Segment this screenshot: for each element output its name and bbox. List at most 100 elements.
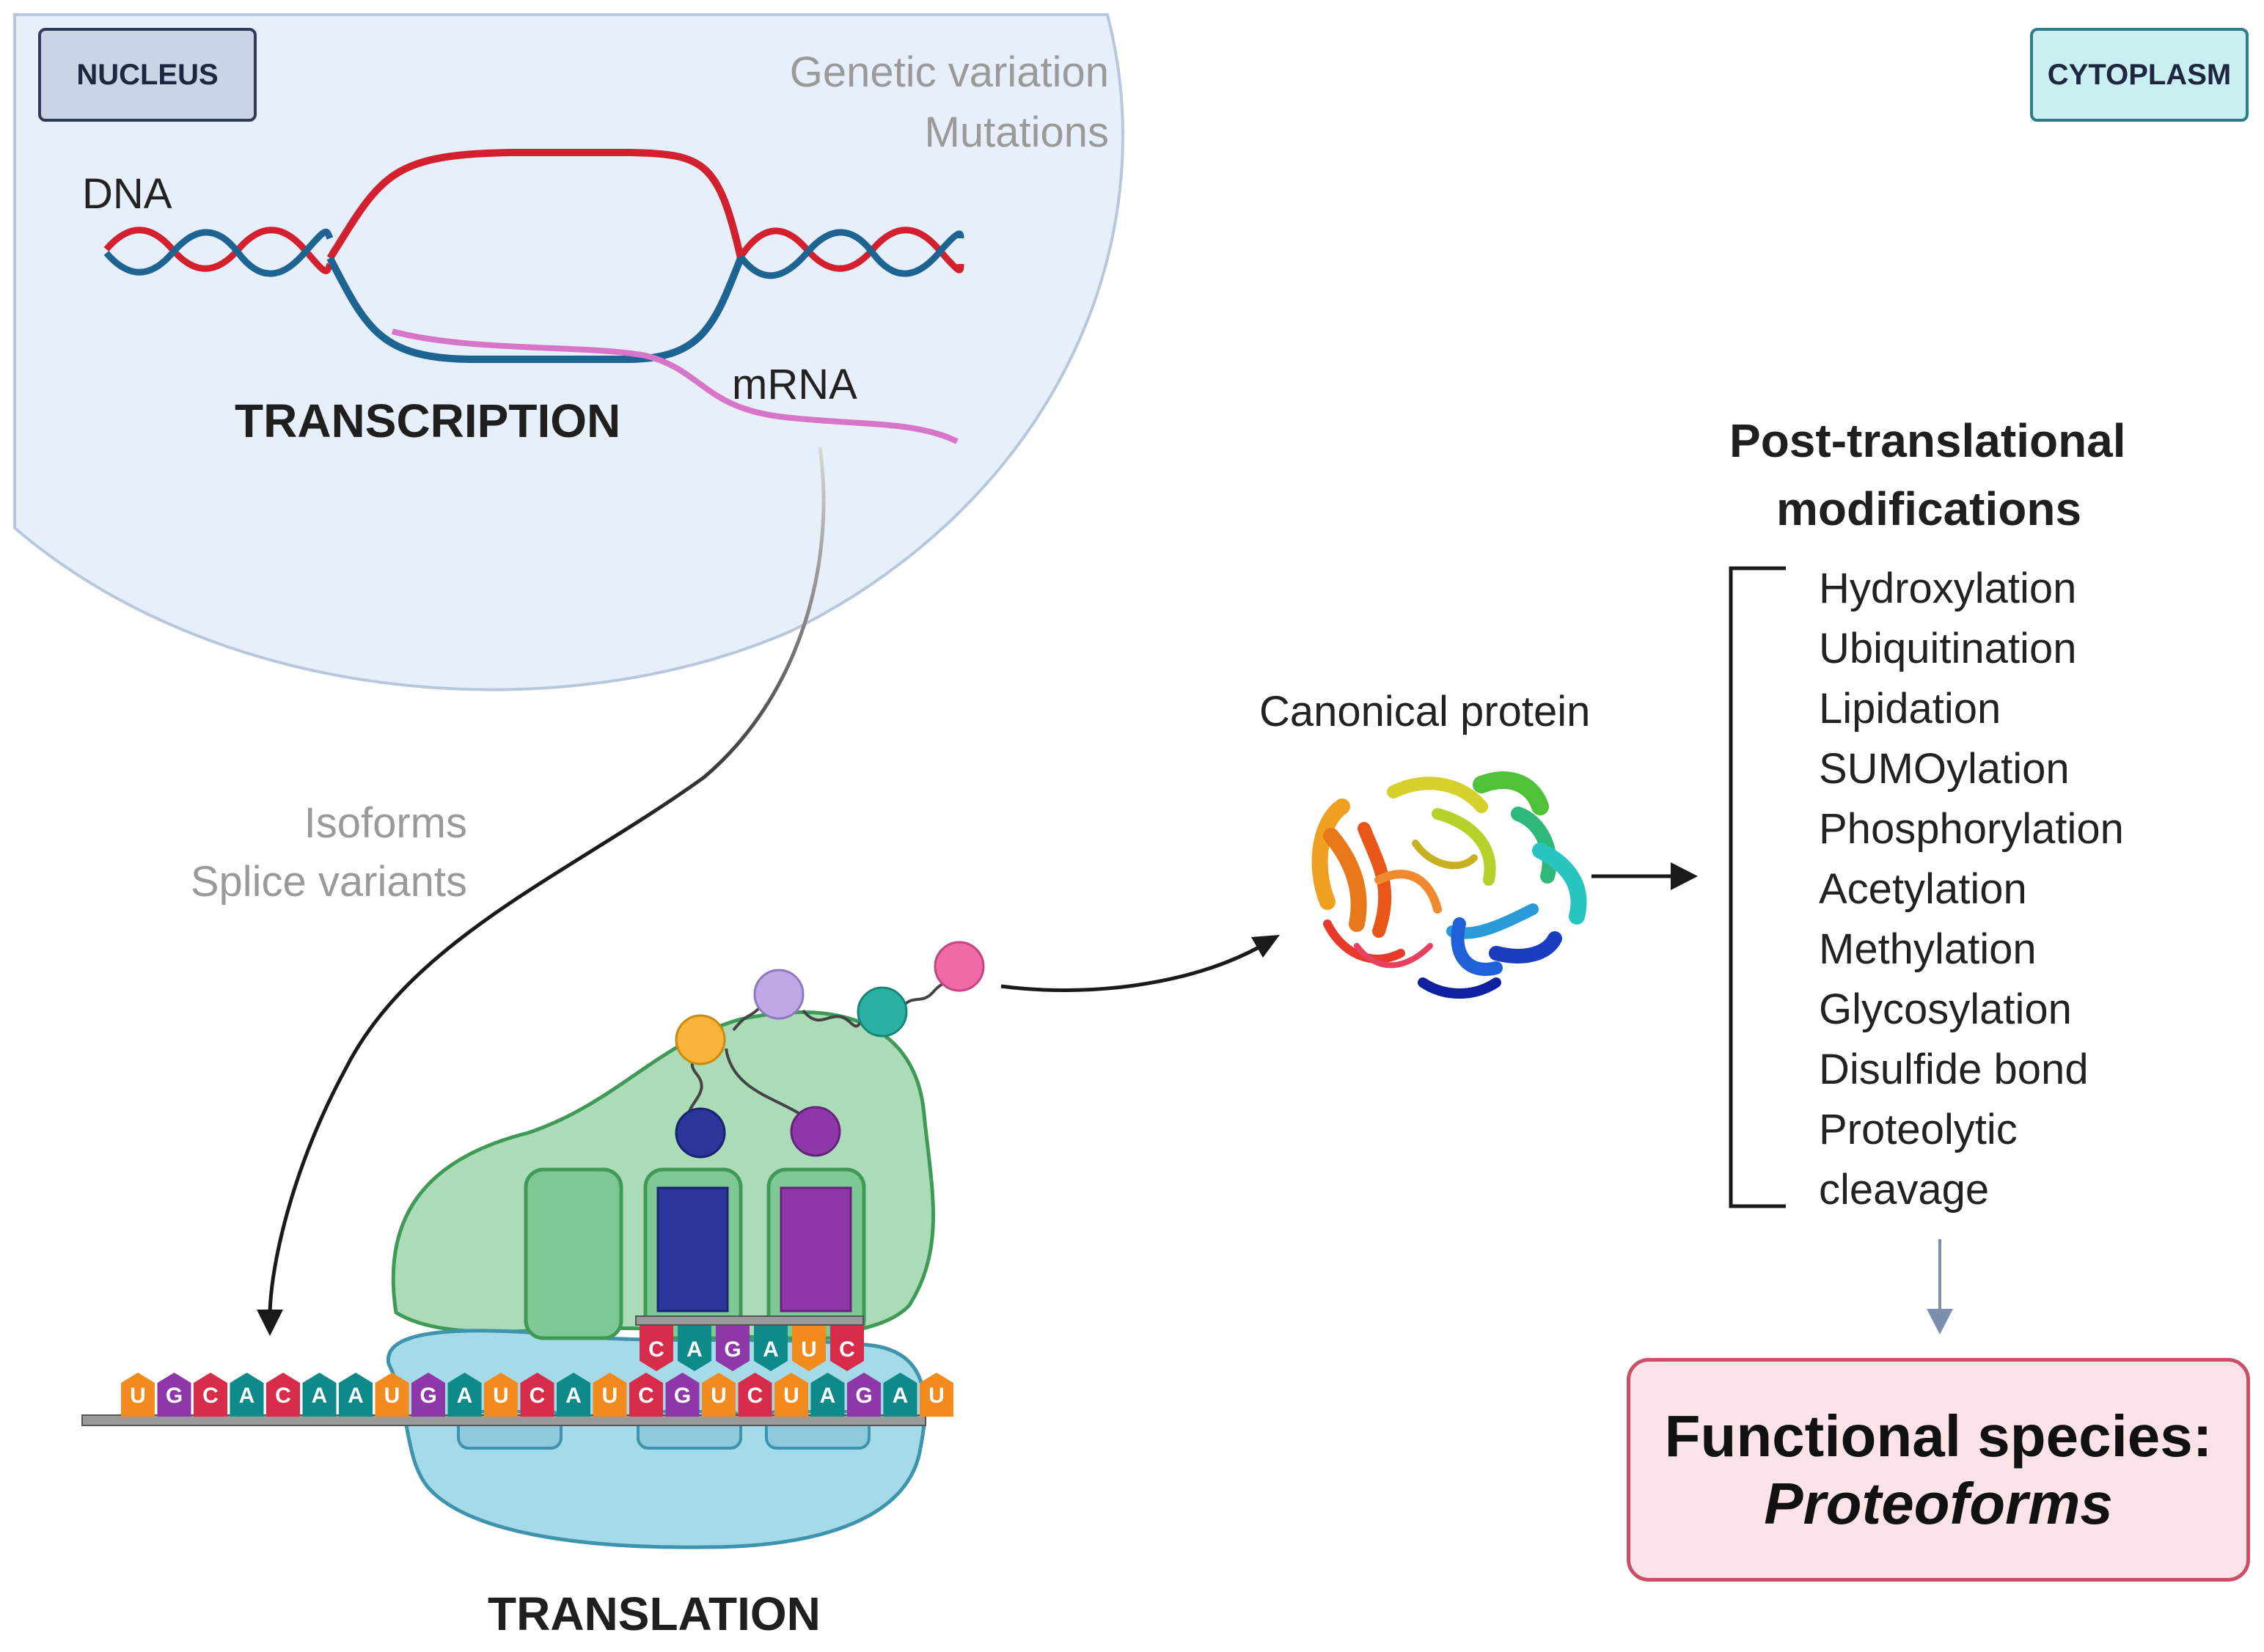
mrna-base-tile-shape — [774, 1373, 808, 1417]
anticodon-base-tile-shape — [716, 1326, 750, 1371]
functional-species-label: Functional species: — [1664, 1403, 2213, 1469]
ptm-item: cleavage — [1819, 1166, 1990, 1214]
mrna-base-tile-shape — [920, 1373, 953, 1417]
mrna-strand — [391, 328, 959, 444]
proteoforms-label: Proteoforms — [1764, 1470, 2113, 1536]
mrna-base-tile-shape — [702, 1373, 736, 1417]
mrna-base-letter: U — [928, 1384, 945, 1408]
mrna-base-letter: G — [855, 1384, 872, 1408]
mrna-base-letter: U — [602, 1384, 618, 1408]
mrna-base-tile-shape — [810, 1373, 845, 1417]
mrna-base-letter: C — [638, 1384, 654, 1408]
dna-label: DNA — [82, 170, 172, 218]
mrna-backbone — [81, 1414, 926, 1426]
mrna-base-tile-shape — [230, 1373, 264, 1417]
genetic-variation-label: Genetic variation — [789, 48, 1109, 96]
mrna-base-letter: U — [711, 1384, 727, 1408]
translation-label: TRANSLATION — [488, 1587, 821, 1640]
dna-right-helix — [738, 227, 964, 279]
anticodon-base-letter: A — [763, 1337, 779, 1362]
anticodon-base-tile-shape — [678, 1326, 711, 1371]
mrna-base-letter: A — [893, 1384, 909, 1408]
ptm-title-line-2: modifications — [1776, 482, 2082, 535]
mrna-base-tile: G — [847, 1373, 881, 1417]
mrna-base-tile-shape — [665, 1373, 700, 1417]
canonical-protein-label: Canonical protein — [1259, 688, 1591, 735]
anticodon-base-letter: U — [801, 1337, 817, 1362]
anticodon-bar — [635, 1315, 864, 1326]
anticodon-base-letter: C — [839, 1337, 855, 1362]
mrna-base-tile: A — [230, 1373, 264, 1417]
ptm-item: Acetylation — [1819, 865, 2027, 913]
amino-acid-blue — [675, 1107, 726, 1159]
mrna-base-tile: U — [702, 1373, 736, 1417]
anticodon-base-tile: C — [830, 1326, 864, 1371]
mrna-base-tile: A — [447, 1373, 482, 1417]
transport-arrow-head — [257, 1310, 283, 1336]
peptide-to-protein-arrow-head — [1251, 935, 1280, 958]
mrna-base-letter: A — [348, 1384, 364, 1408]
anticodon-base-tile: G — [716, 1326, 750, 1371]
anticodon-base-letter: A — [686, 1337, 703, 1362]
mrna-base-tile-shape — [194, 1373, 227, 1417]
ptm-item: Glycosylation — [1819, 985, 2072, 1033]
anticodon-base-tile: A — [754, 1326, 788, 1371]
anticodon-base-tile: A — [678, 1326, 711, 1371]
ribosome-e-site — [524, 1167, 623, 1340]
mrna-base-tile-shape — [883, 1373, 917, 1417]
amino-acid-orange — [675, 1014, 726, 1065]
mutations-label: Mutations — [924, 109, 1109, 156]
ptm-item: Lipidation — [1819, 685, 2001, 733]
anticodon-base-tile-shape — [830, 1326, 864, 1371]
mrna-base-tile: A — [883, 1373, 917, 1417]
mrna-base-tile-shape — [266, 1373, 300, 1417]
mrna-base-letter: U — [783, 1384, 799, 1408]
mrna-base-letter: A — [457, 1384, 473, 1408]
anticodon-base-tile-shape — [792, 1326, 826, 1371]
anticodon-base-letter: G — [724, 1337, 741, 1362]
mrna-base-letter: G — [166, 1384, 183, 1408]
anticodon-base-tile: C — [640, 1326, 673, 1371]
mrna-base-tile: U — [593, 1373, 627, 1417]
mrna-base-letter: U — [130, 1384, 146, 1408]
mrna-base-tile-shape — [593, 1373, 627, 1417]
mrna-base-letter: C — [530, 1384, 546, 1408]
mrna-base-tile: A — [302, 1373, 337, 1417]
anticodon-base-tile: U — [792, 1326, 826, 1371]
mrna-base-tile: A — [810, 1373, 845, 1417]
mrna-base-tile: A — [339, 1373, 373, 1417]
ptm-title-line-1: Post-translational — [1729, 414, 2126, 467]
mrna-base-tile: C — [266, 1373, 300, 1417]
mrna-base-letter: A — [239, 1384, 255, 1408]
ptm-to-function-arrow-head — [1927, 1309, 1953, 1335]
mrna-base-letter: C — [202, 1384, 219, 1408]
mrna-base-tile: C — [629, 1373, 663, 1417]
mrna-base-tile-shape — [411, 1373, 445, 1417]
mrna-base-letter: U — [493, 1384, 509, 1408]
ptm-item: Proteolytic — [1819, 1106, 2018, 1153]
transport-arrow — [268, 447, 826, 1313]
mrna-base-tile: G — [157, 1373, 191, 1417]
anticodon-base-letter: C — [648, 1337, 664, 1362]
ptm-item: Ubiquitination — [1819, 625, 2077, 672]
mrna-base-tile-shape — [302, 1373, 337, 1417]
mrna-base-tile-shape — [557, 1373, 590, 1417]
dna-blue-strand — [326, 256, 744, 363]
mrna-base-tile: G — [665, 1373, 700, 1417]
mrna-base-letter: C — [275, 1384, 291, 1408]
mrna-base-tile: U — [774, 1373, 808, 1417]
mrna-base-tile: C — [738, 1373, 772, 1417]
mrna-base-tile-shape — [121, 1373, 155, 1417]
mrna-base-tile-shape — [484, 1373, 518, 1417]
ptm-item: Phosphorylation — [1819, 805, 2124, 853]
mrna-base-letter: A — [312, 1384, 328, 1408]
ptm-item: Hydroxylation — [1819, 565, 2077, 612]
mrna-base-letter: U — [384, 1384, 400, 1408]
mrna-base-tile: U — [920, 1373, 953, 1417]
protein-to-ptm-arrow-head — [1671, 862, 1698, 890]
dna-red-strand — [326, 149, 744, 260]
mrna-base-letter: A — [820, 1384, 836, 1408]
mrna-base-letter: A — [565, 1384, 582, 1408]
